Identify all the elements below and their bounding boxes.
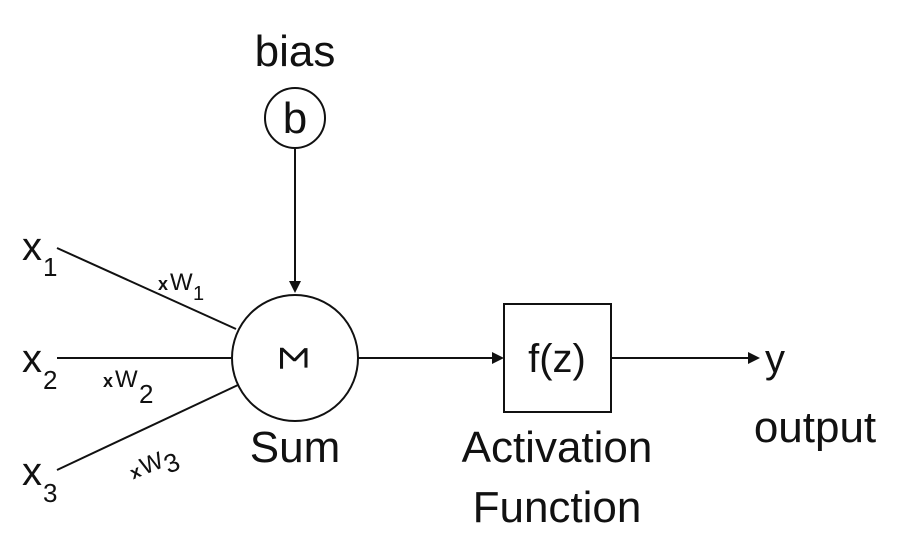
weight-w2-prefix: x — [103, 371, 113, 391]
bias-node-label: b — [283, 94, 307, 143]
bias-node — [264, 87, 326, 149]
activation-label-line2: Function — [473, 483, 642, 532]
weight-w1-prefix: x — [158, 274, 168, 294]
weight-w1-index: 1 — [193, 283, 204, 305]
weight-w1-symbol: W — [170, 269, 193, 296]
weight-w1: x W 1 — [158, 269, 204, 305]
activation-formula: f(z) — [528, 337, 586, 381]
input-x2: x 2 — [22, 337, 57, 395]
weight-w3-index: 3 — [159, 446, 184, 479]
weight-w2-index: 2 — [139, 379, 153, 409]
activation-label-line1: Activation — [462, 423, 653, 472]
weight-w2-symbol: W — [115, 366, 138, 393]
input-x2-index: 2 — [43, 365, 57, 395]
edge-x3-to-sum — [56, 384, 239, 471]
input-x2-symbol: x — [22, 337, 42, 381]
output-label: output — [754, 403, 876, 452]
weight-w2: x W 2 — [103, 366, 153, 409]
input-x1-index: 1 — [43, 252, 57, 282]
sum-label: Sum — [250, 423, 340, 472]
bias-label: bias — [255, 27, 336, 76]
sum-symbol: Σ — [271, 346, 315, 371]
input-x1: x 1 — [22, 225, 57, 282]
input-x3-symbol: x — [22, 450, 42, 494]
weight-w3: x W 3 — [127, 446, 184, 483]
output-symbol: y — [765, 337, 785, 381]
input-x3: x 3 — [22, 450, 57, 508]
input-x1-symbol: x — [22, 225, 42, 269]
input-x3-index: 3 — [43, 478, 57, 508]
edge-x1-to-sum — [56, 247, 237, 330]
